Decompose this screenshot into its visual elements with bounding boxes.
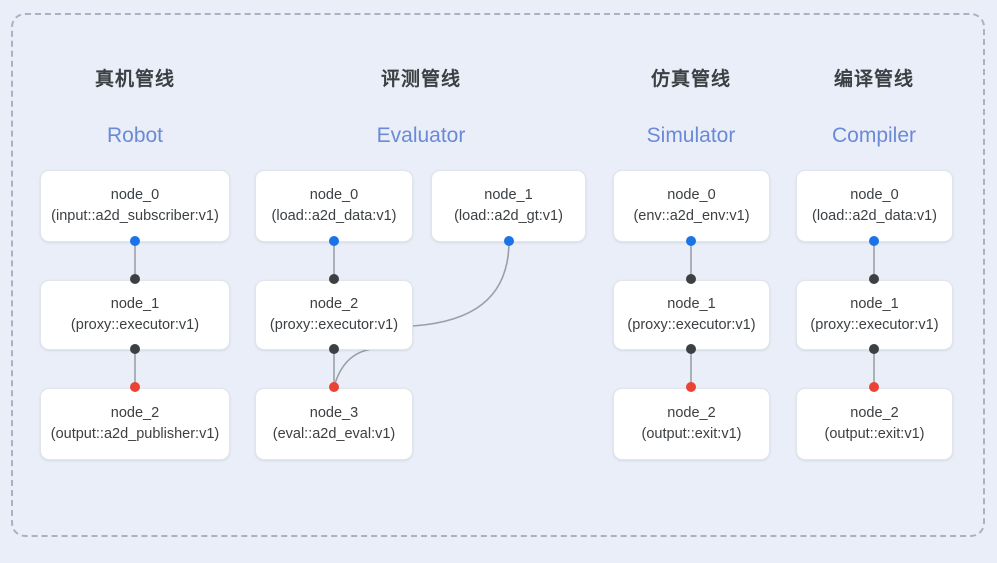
node-name: node_3 <box>309 404 359 421</box>
node-name: node_1 <box>667 295 716 312</box>
node-evaluator-1[interactable]: node_1 (load::a2d_gt:v1) <box>431 170 586 242</box>
node-simulator-1[interactable]: node_1 (proxy::executor:v1) <box>613 280 770 350</box>
dashed-boundary-frame <box>11 13 985 537</box>
node-type: (proxy::executor:v1) <box>70 317 200 333</box>
node-type: (proxy::executor:v1) <box>269 317 399 333</box>
node-name: node_1 <box>484 186 533 203</box>
column-title-cn-evaluator: 评测管线 <box>380 69 461 90</box>
node-evaluator-2[interactable]: node_2 (proxy::executor:v1) <box>255 280 413 350</box>
node-name: node_1 <box>850 295 899 312</box>
port-output-robot-2[interactable] <box>130 382 140 392</box>
column-title-en-robot: Robot <box>106 124 164 147</box>
port-internal-evaluator-2-bottom[interactable] <box>329 344 339 354</box>
node-type: (proxy::executor:v1) <box>627 317 756 333</box>
column-title-en-compiler: Compiler <box>831 124 917 147</box>
port-internal-compiler-1-bottom[interactable] <box>869 344 879 354</box>
port-input-evaluator-0[interactable] <box>329 236 339 246</box>
node-name: node_2 <box>110 404 160 421</box>
node-type: (env::a2d_env:v1) <box>633 208 750 224</box>
port-output-compiler-2[interactable] <box>869 382 879 392</box>
port-input-evaluator-1[interactable] <box>504 236 514 246</box>
port-output-simulator-2[interactable] <box>686 382 696 392</box>
node-type: (output::a2d_publisher:v1) <box>50 426 220 442</box>
port-input-compiler-0[interactable] <box>869 236 879 246</box>
port-internal-compiler-1-top[interactable] <box>869 274 879 284</box>
node-simulator-0[interactable]: node_0 (env::a2d_env:v1) <box>613 170 770 242</box>
node-evaluator-3[interactable]: node_3 (eval::a2d_eval:v1) <box>255 388 413 460</box>
node-name: node_0 <box>667 186 716 203</box>
node-robot-1[interactable]: node_1 (proxy::executor:v1) <box>40 280 230 350</box>
node-type: (input::a2d_subscriber:v1) <box>51 208 219 224</box>
node-compiler-1[interactable]: node_1 (proxy::executor:v1) <box>796 280 953 350</box>
column-title-cn-robot: 真机管线 <box>94 69 175 90</box>
node-type: (load::a2d_data:v1) <box>812 208 937 224</box>
node-robot-0[interactable]: node_0 (input::a2d_subscriber:v1) <box>40 170 230 242</box>
port-internal-simulator-1-bottom[interactable] <box>686 344 696 354</box>
node-compiler-2[interactable]: node_2 (output::exit:v1) <box>796 388 953 460</box>
node-name: node_0 <box>850 186 899 203</box>
port-output-evaluator-3[interactable] <box>329 382 339 392</box>
column-title-cn-compiler: 编译管线 <box>833 69 914 90</box>
node-type: (output::exit:v1) <box>641 426 742 442</box>
node-robot-2[interactable]: node_2 (output::a2d_publisher:v1) <box>40 388 230 460</box>
node-simulator-2[interactable]: node_2 (output::exit:v1) <box>613 388 770 460</box>
node-type: (load::a2d_gt:v1) <box>454 208 563 224</box>
node-compiler-0[interactable]: node_0 (load::a2d_data:v1) <box>796 170 953 242</box>
node-type: (load::a2d_data:v1) <box>271 208 397 224</box>
node-name: node_2 <box>667 404 716 421</box>
port-internal-robot-1-bottom[interactable] <box>130 344 140 354</box>
node-type: (output::exit:v1) <box>824 426 925 442</box>
column-title-cn-simulator: 仿真管线 <box>650 69 731 90</box>
column-title-en-simulator: Simulator <box>646 124 736 147</box>
node-type: (eval::a2d_eval:v1) <box>272 426 396 442</box>
node-name: node_0 <box>110 186 160 203</box>
node-evaluator-0[interactable]: node_0 (load::a2d_data:v1) <box>255 170 413 242</box>
port-input-robot-0[interactable] <box>130 236 140 246</box>
node-name: node_0 <box>309 186 359 203</box>
node-name: node_2 <box>850 404 899 421</box>
port-internal-evaluator-2-top[interactable] <box>329 274 339 284</box>
port-internal-simulator-1-top[interactable] <box>686 274 696 284</box>
column-title-en-evaluator: Evaluator <box>376 124 466 147</box>
node-name: node_2 <box>309 295 359 312</box>
node-type: (proxy::executor:v1) <box>810 317 939 333</box>
port-internal-robot-1-top[interactable] <box>130 274 140 284</box>
port-input-simulator-0[interactable] <box>686 236 696 246</box>
node-name: node_1 <box>110 295 160 312</box>
